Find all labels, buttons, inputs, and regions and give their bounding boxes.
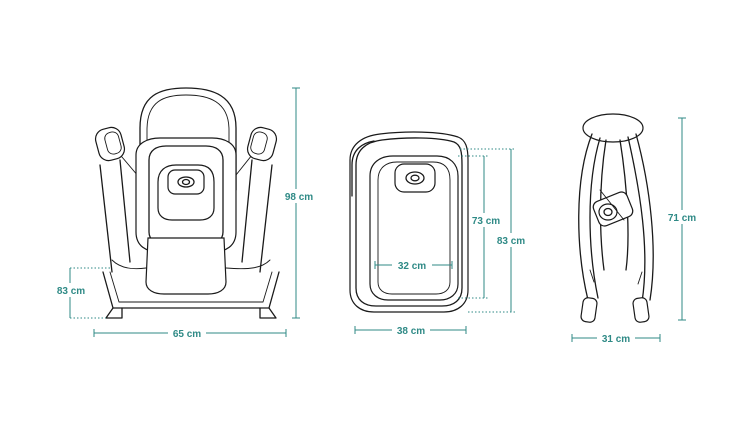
side-view-drawing	[578, 113, 654, 323]
top-outer-width-dimension: 38 cm	[354, 323, 467, 337]
front-width-dimension: 65 cm	[93, 326, 287, 340]
top-outer-length-label: 83 cm	[497, 236, 525, 247]
side-height-dimension: 71 cm	[665, 117, 699, 321]
front-seat-height-dimension: 83 cm	[54, 267, 112, 319]
top-inner-width-dimension: 32 cm	[374, 258, 453, 272]
top-inner-length-label: 73 cm	[472, 216, 500, 227]
front-seat-height-label: 83 cm	[57, 286, 85, 297]
top-outer-width-label: 38 cm	[397, 326, 425, 337]
front-height-label: 98 cm	[285, 192, 313, 203]
front-width-label: 65 cm	[173, 329, 201, 340]
side-width-label: 31 cm	[602, 334, 630, 345]
top-view-drawing	[349, 131, 469, 313]
front-height-dimension: 98 cm	[281, 87, 317, 319]
side-width-dimension: 31 cm	[571, 331, 661, 345]
side-height-label: 71 cm	[668, 213, 696, 224]
top-outer-length-dimension: 83 cm	[460, 148, 528, 313]
top-inner-length-dimension: 73 cm	[458, 155, 503, 299]
front-view-drawing	[94, 87, 280, 319]
top-inner-width-label: 32 cm	[398, 261, 426, 272]
